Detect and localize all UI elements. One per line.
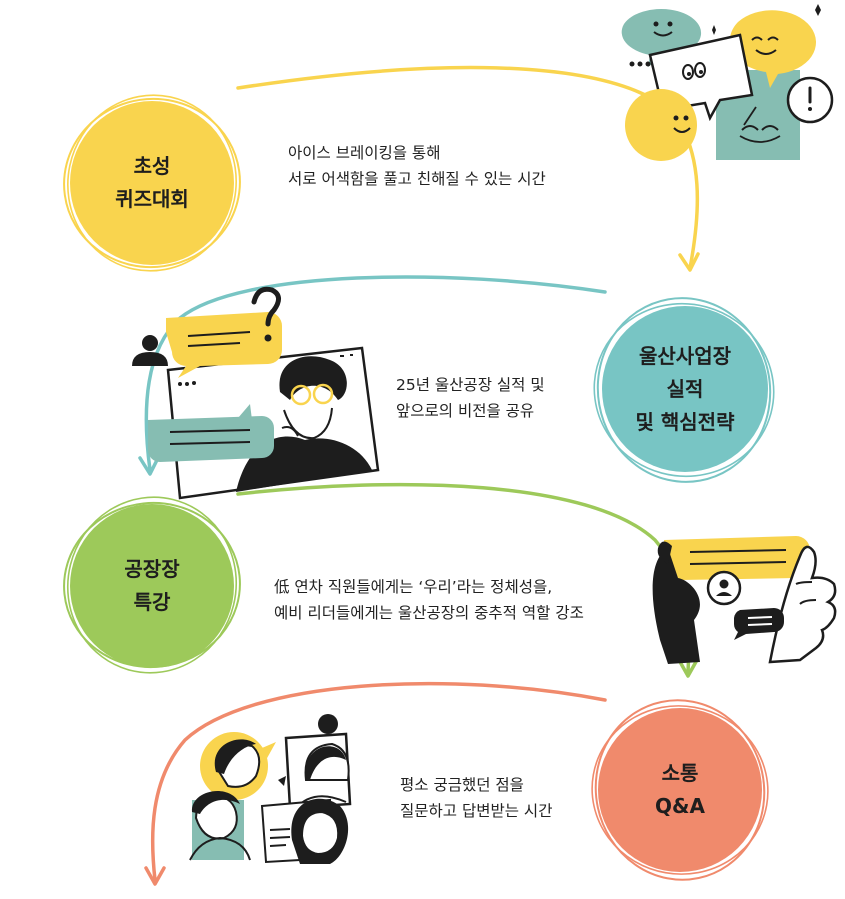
arrow-1-head xyxy=(678,252,700,272)
step-2-desc-line-2: 앞으로의 비전을 공유 xyxy=(396,402,535,420)
step-3-circle: 공장장 특강 xyxy=(70,504,234,668)
step-3-description: 低 연차 직원들에게는 ‘우리’라는 정체성을, 예비 리더들에게는 울산공장의… xyxy=(274,574,584,626)
step-2-title-line-1: 울산사업장 xyxy=(639,343,731,368)
step-1-title-line-2: 퀴즈대회 xyxy=(115,187,189,211)
step-4-description: 평소 궁금했던 점을 질문하고 답변받는 시간 xyxy=(400,772,552,824)
step-3-desc-line-2: 예비 리더들에게는 울산공장의 중추적 역할 강조 xyxy=(274,604,584,622)
arrow-2 xyxy=(144,275,607,472)
arrow-3-head xyxy=(677,658,699,678)
step-2-description: 25년 울산공장 실적 및 앞으로의 비전을 공유 xyxy=(396,372,545,424)
step-2-desc-line-1: 25년 울산공장 실적 및 xyxy=(396,376,545,394)
step-4-title-line-2: Q&A xyxy=(655,794,705,818)
step-1-title-line-1: 초성 xyxy=(133,154,171,178)
step-2-title-line-2: 실적 xyxy=(666,376,704,401)
step-4-title-line-1: 소통 xyxy=(661,761,699,785)
arrow-1 xyxy=(236,65,700,270)
step-4-desc-line-1: 평소 궁금했던 점을 xyxy=(400,776,524,794)
step-1-desc-line-2: 서로 어색함을 풀고 친해질 수 있는 시간 xyxy=(288,170,546,188)
arrow-4 xyxy=(150,681,607,882)
step-3-title-line-1: 공장장 xyxy=(124,557,180,581)
step-3-title-line-2: 특강 xyxy=(133,590,171,614)
step-2-circle: 울산사업장 실적 및 핵심전략 xyxy=(602,306,768,472)
step-1-desc-line-1: 아이스 브레이킹을 통해 xyxy=(288,144,441,162)
step-4-desc-line-2: 질문하고 답변받는 시간 xyxy=(400,802,553,820)
step-2-title-line-3: 및 핵심전략 xyxy=(635,409,735,434)
arrow-4-head xyxy=(144,866,166,886)
step-4-circle: 소통 Q&A xyxy=(598,708,762,872)
arrow-2-head xyxy=(138,456,160,476)
step-1-circle: 초성 퀴즈대회 xyxy=(70,101,234,265)
step-3-desc-line-1: 低 연차 직원들에게는 ‘우리’라는 정체성을, xyxy=(274,578,553,596)
step-1-description: 아이스 브레이킹을 통해 서로 어색함을 풀고 친해질 수 있는 시간 xyxy=(288,140,546,192)
